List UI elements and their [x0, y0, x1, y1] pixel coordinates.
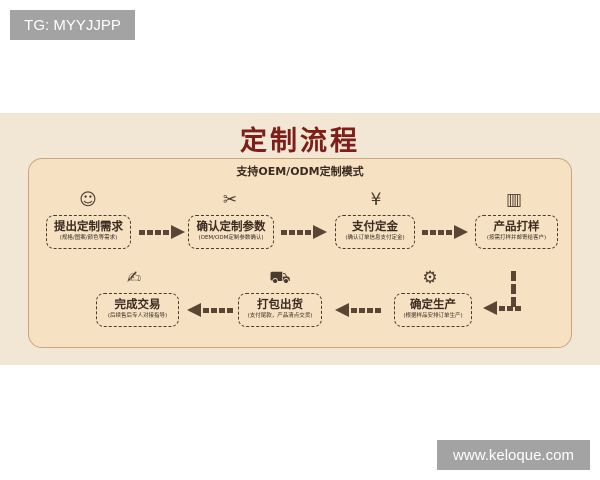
step-title: 产品打样 — [493, 219, 540, 233]
step-desc: (OEM/ODM定制参数确认) — [198, 235, 264, 241]
arrow-down-left — [511, 271, 516, 307]
step-desc: (支付尾款，产品清点交货) — [247, 313, 313, 319]
arrow-left — [187, 303, 235, 317]
process-panel: 支持OEM/ODM定制模式 ☺ 提出定制需求 (规格/图案/颜色等需求) ✂ 确认… — [28, 158, 572, 348]
gear-check-icon: ⚙ — [422, 268, 438, 288]
sample-box-icon: ▥ — [505, 190, 523, 210]
step-6: 打包出货 (支付尾款，产品清点交货) — [238, 293, 322, 327]
arrow-left — [483, 301, 523, 315]
page-title: 定制流程 — [240, 126, 360, 157]
step-desc: (确认订单信息支付定金) — [345, 235, 405, 241]
step-desc: (按需打样并邮寄给客户) — [486, 235, 547, 241]
arrow-right — [422, 225, 468, 239]
arrow-right — [139, 225, 185, 239]
step-title: 支付定金 — [352, 219, 398, 233]
step-5: 确定生产 (根据样品安排订单生产) — [394, 293, 472, 327]
headset-person-icon: ☺ — [79, 190, 97, 210]
step-2: 确认定制参数 (OEM/ODM定制参数确认) — [188, 215, 274, 249]
step-desc: (根据样品安排订单生产) — [403, 313, 463, 319]
step-title: 提出定制需求 — [54, 219, 123, 233]
step-title: 确定生产 — [410, 297, 456, 311]
arrow-right — [281, 225, 327, 239]
step-7: 完成交易 (后续售后专人对接指导) — [96, 293, 179, 327]
step-desc: (规格/图案/颜色等需求) — [59, 235, 118, 241]
step-1: 提出定制需求 (规格/图案/颜色等需求) — [46, 215, 131, 249]
yen-hand-icon: ¥ — [370, 190, 382, 210]
watermark-top: TG: MYYJJPP — [10, 10, 135, 40]
tools-icon: ✂ — [222, 190, 238, 210]
subtitle: 支持OEM/ODM定制模式 — [236, 165, 364, 178]
step-title: 打包出货 — [257, 297, 303, 311]
step-desc: (后续售后专人对接指导) — [107, 313, 168, 319]
step-title: 完成交易 — [114, 297, 161, 311]
handshake-icon: ✍ — [126, 268, 142, 288]
arrow-left — [335, 303, 383, 317]
step-4: 产品打样 (按需打样并邮寄给客户) — [475, 215, 558, 249]
truck-icon: ⛟ — [269, 268, 291, 288]
process-banner: 定制流程 支持OEM/ODM定制模式 ☺ 提出定制需求 (规格/图案/颜色等需求)… — [0, 113, 600, 365]
step-title: 确认定制参数 — [196, 219, 266, 233]
watermark-site: www.keloque.com — [437, 440, 590, 470]
step-3: 支付定金 (确认订单信息支付定金) — [335, 215, 415, 249]
